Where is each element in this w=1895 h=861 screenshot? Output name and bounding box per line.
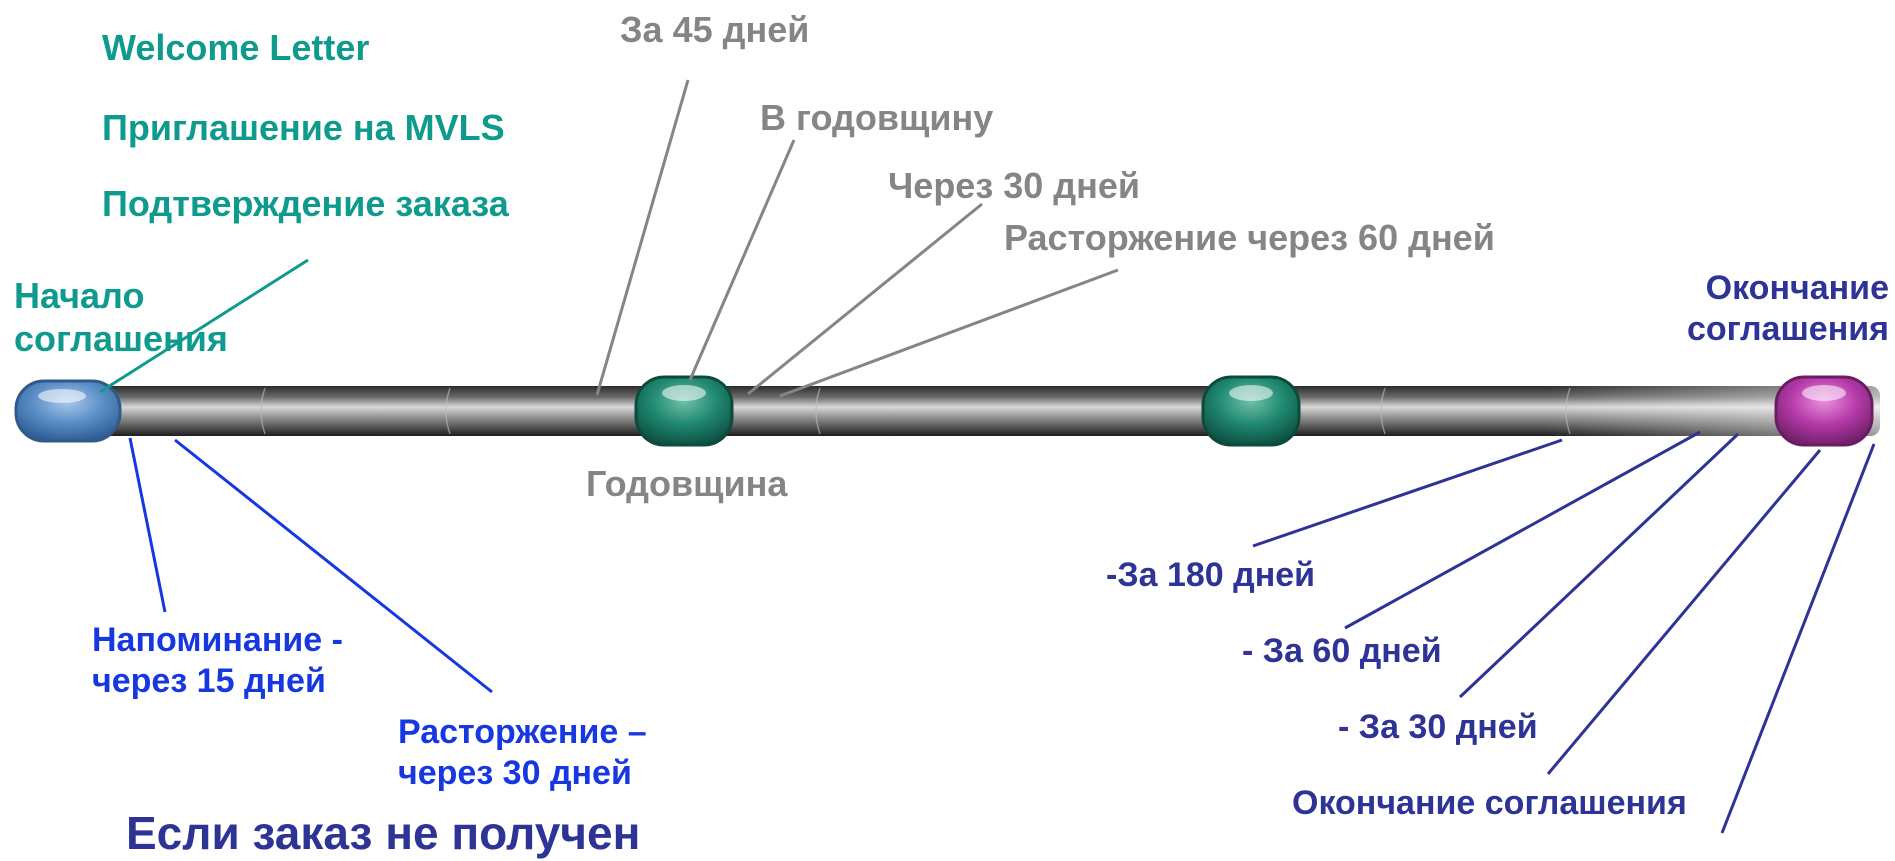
end-label-line1: Окончание	[1705, 269, 1889, 307]
start-label-line2: соглашения	[14, 318, 228, 360]
termination-line2: через 30 дней	[398, 753, 632, 792]
reminder-15-days: Напоминание - через 15 дней	[92, 620, 343, 702]
end-node	[1774, 375, 1874, 447]
end-event-leaders	[1252, 430, 1876, 834]
start-events-leader	[99, 258, 309, 394]
start-reminder-leaders	[128, 437, 493, 694]
event-welcome-letter: Welcome Letter	[102, 27, 370, 68]
timeline-bar-fade	[20, 386, 1880, 436]
reminder-line1: Напоминание -	[92, 621, 343, 659]
if-order-not-received-note: Если заказ не получен	[126, 807, 641, 859]
event-mvls-invitation: Приглашение на MVLS	[102, 107, 505, 148]
bar-segment-marks	[260, 387, 1571, 435]
event-180-days-before: -За 180 дней	[1106, 556, 1316, 594]
termination-line1: Расторжение –	[398, 713, 647, 751]
event-agreement-end: Окончание соглашения	[1292, 784, 1687, 822]
end-label-line2: соглашения	[1686, 309, 1889, 348]
start-label-line1: Начало	[14, 275, 145, 316]
event-45-days-before: За 45 дней	[620, 9, 810, 50]
start-node	[14, 379, 122, 443]
anniversary-label: Годовщина	[586, 463, 788, 504]
termination-30-days: Расторжение – через 30 дней	[398, 712, 647, 794]
event-60-days-before: - За 60 дней	[1242, 632, 1442, 670]
anniversary-node-1	[634, 375, 734, 447]
event-order-confirmation: Подтверждение заказа	[102, 183, 509, 224]
reminder-line2: через 15 дней	[92, 661, 326, 700]
anniversary-leaders	[595, 79, 1119, 398]
event-30-days-after: Через 30 дней	[888, 165, 1141, 206]
start-label: Начало соглашения	[14, 274, 228, 360]
event-on-anniversary: В годовщину	[760, 97, 994, 138]
event-termination-60-days: Расторжение через 60 дней	[1004, 217, 1495, 258]
event-30-days-before: - За 30 дней	[1338, 708, 1538, 746]
end-label: Окончание соглашения	[1687, 268, 1889, 350]
anniversary-node-2	[1201, 375, 1301, 447]
